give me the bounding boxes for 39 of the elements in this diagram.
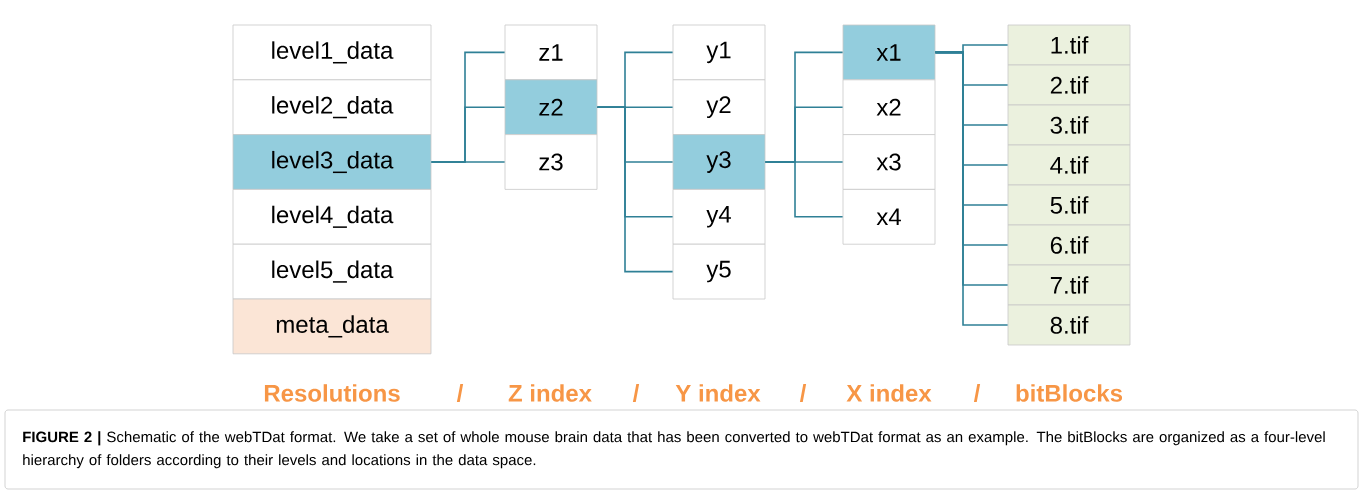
file-box: 3.tif bbox=[1007, 104, 1131, 146]
folder-box: y1 bbox=[672, 24, 766, 81]
folder-box: x1 bbox=[842, 24, 936, 81]
level-label: Resolutions bbox=[264, 384, 400, 402]
folder-box: y3 bbox=[672, 134, 766, 190]
separator-slash: / bbox=[632, 384, 640, 402]
caption: FIGURE 2 | Schematic of the webTDat format. We take a set of whole mouse brain data that has been converted to webTDat format as an example. The bitBlocks are organized as a four-level hierarchy of folders according to their levels and locations in the data space. bbox=[23, 431, 1325, 469]
file-box: 7.tif bbox=[1007, 264, 1131, 306]
file-box: 1.tif bbox=[1007, 24, 1131, 66]
folder-box: level1_data bbox=[232, 24, 432, 81]
separator-slash: / bbox=[973, 384, 981, 402]
folder-box: level2_data bbox=[232, 79, 432, 135]
level-label: X index bbox=[846, 384, 932, 402]
connector-line bbox=[596, 106, 674, 273]
level-label: Z index bbox=[508, 384, 592, 402]
file-box: 5.tif bbox=[1007, 184, 1131, 226]
folder-box: x3 bbox=[842, 134, 936, 190]
folder-box: y2 bbox=[672, 79, 766, 135]
level-label: Y index bbox=[675, 384, 761, 402]
folder-box: level4_data bbox=[232, 189, 432, 245]
folder-box: y4 bbox=[672, 189, 766, 245]
separator-slash: / bbox=[799, 384, 807, 402]
connector-line bbox=[764, 161, 844, 218]
folder-box: level3_data bbox=[232, 134, 432, 190]
connector-line bbox=[430, 161, 506, 163]
file-box: 4.tif bbox=[1007, 144, 1131, 186]
folder-box: z1 bbox=[504, 24, 598, 81]
file-box: 8.tif bbox=[1007, 304, 1131, 346]
level-label: bitBlocks bbox=[1016, 384, 1123, 402]
folder-box: x4 bbox=[842, 189, 936, 245]
folder-box: z2 bbox=[504, 79, 598, 135]
folder-box: x2 bbox=[842, 79, 936, 135]
folder-box: meta_data bbox=[232, 298, 432, 355]
folder-box: z3 bbox=[504, 134, 598, 190]
file-box: 2.tif bbox=[1007, 64, 1131, 106]
file-box: 6.tif bbox=[1007, 224, 1131, 266]
folder-box: level5_data bbox=[232, 243, 432, 300]
folder-box: y5 bbox=[672, 243, 766, 300]
separator-slash: / bbox=[456, 384, 464, 402]
